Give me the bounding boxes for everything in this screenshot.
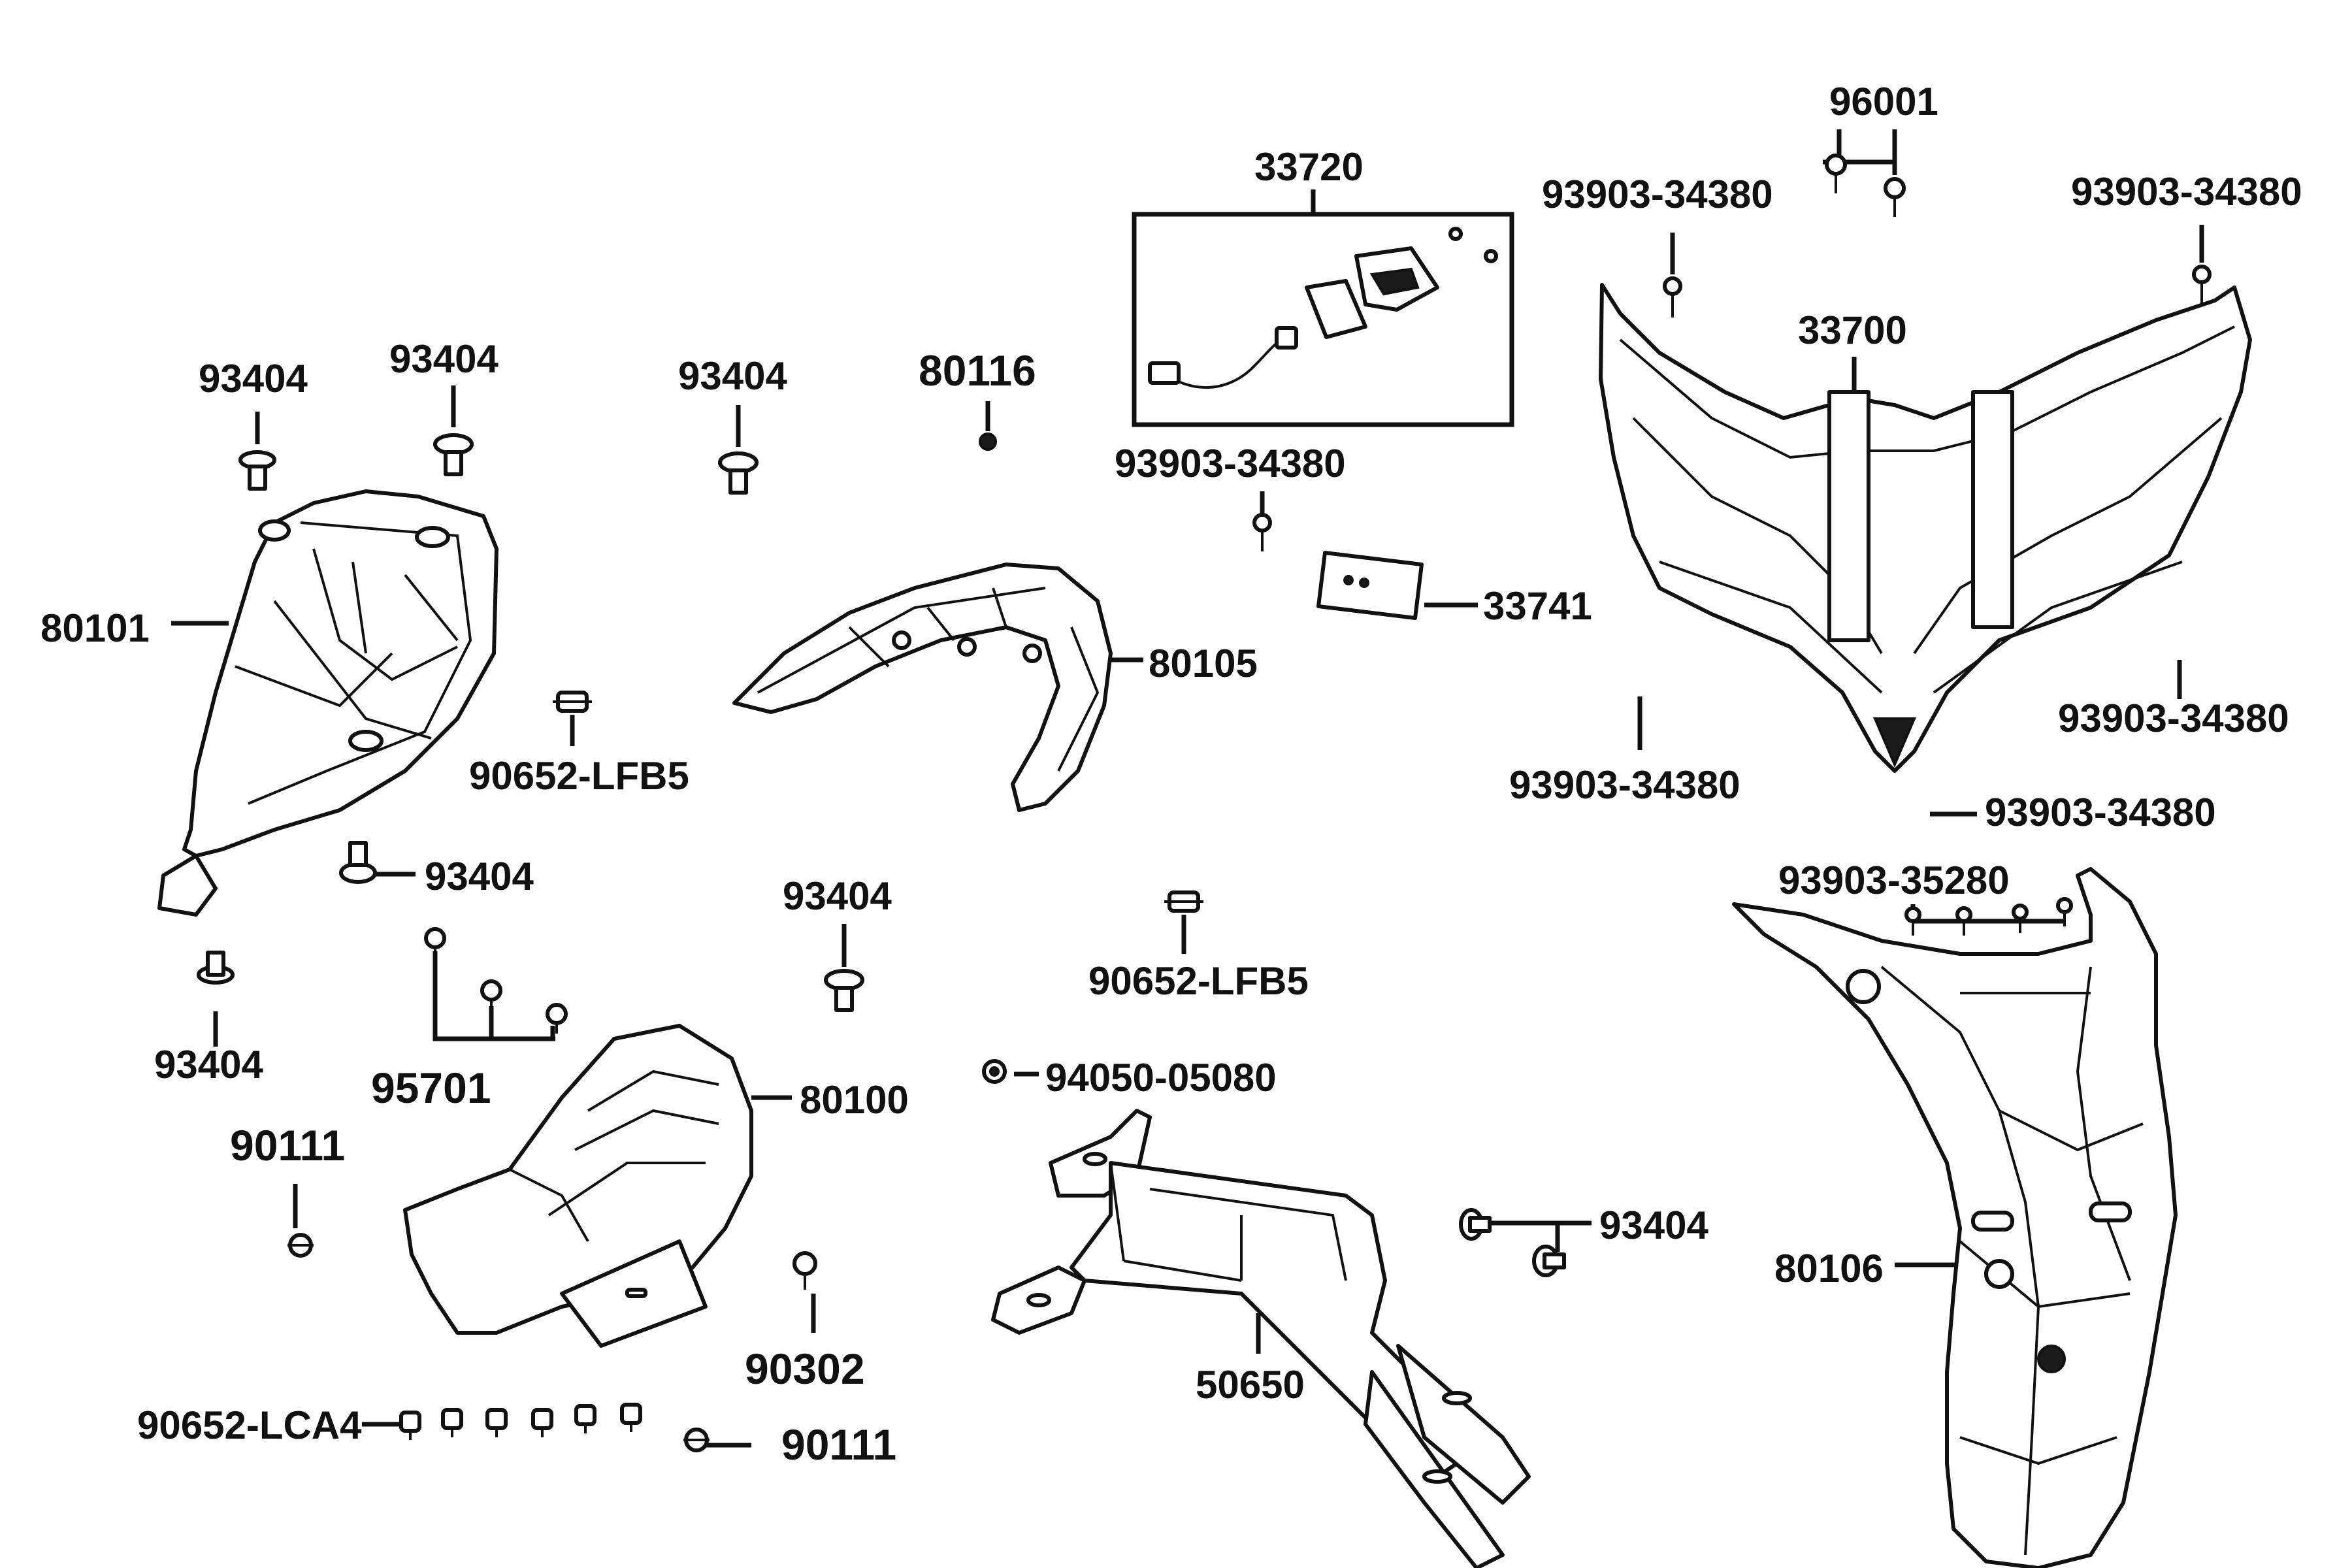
screw-icon — [2192, 265, 2212, 306]
label-93404-3: 93404 — [678, 354, 787, 398]
screw-icon — [1663, 276, 1682, 318]
label-80116: 80116 — [919, 346, 1036, 395]
label-94050-05080: 94050-05080 — [1045, 1056, 1277, 1100]
label-90111-1: 90111 — [230, 1121, 345, 1169]
part-33700-rear-cowl — [1599, 283, 2252, 773]
label-95701: 95701 — [371, 1064, 491, 1112]
label-33720: 33720 — [1254, 145, 1364, 189]
label-93903-34380-left: 93903-34380 — [1509, 763, 1740, 807]
nut-icon — [979, 433, 997, 451]
bolt-icon — [238, 450, 276, 491]
screw-icon — [287, 1233, 314, 1258]
bolt-icon — [1532, 1245, 1566, 1277]
label-50650: 50650 — [1196, 1363, 1305, 1407]
clip-icon — [553, 691, 592, 713]
part-50650-rear-bracket — [991, 1109, 1531, 1568]
bolt-icon — [824, 969, 864, 1012]
part-80105-grab-rail — [732, 563, 1113, 812]
plate-33741 — [1316, 551, 1424, 620]
clip-row-icon — [399, 1403, 642, 1440]
screw-icon — [683, 1428, 710, 1452]
label-96001: 96001 — [1829, 80, 1938, 123]
label-80105: 80105 — [1149, 642, 1258, 685]
label-93404-7: 93404 — [1599, 1203, 1708, 1247]
label-93404-2: 93404 — [389, 337, 498, 381]
screw-icon — [1252, 513, 1272, 551]
clip-icon — [1164, 890, 1203, 913]
screw-icon — [2012, 904, 2029, 933]
label-90302: 90302 — [745, 1345, 865, 1393]
stud-icon — [480, 979, 502, 1010]
part-80100-rear-hugger — [403, 1024, 753, 1348]
screw-icon — [1884, 177, 1906, 217]
screw-icon — [1955, 906, 1972, 936]
label-90652-lca4: 90652-LCA4 — [137, 1403, 362, 1447]
label-93404-1: 93404 — [199, 357, 308, 400]
stud-icon — [546, 1003, 568, 1034]
screw-icon — [2056, 897, 2073, 926]
label-90652-lfb5-1: 90652-LFB5 — [469, 754, 689, 798]
bolt-icon — [339, 841, 377, 884]
label-80101: 80101 — [41, 606, 150, 650]
bolt-icon — [433, 433, 474, 476]
label-90652-lfb5-2: 90652-LFB5 — [1088, 959, 1309, 1003]
screw-icon — [1904, 906, 1921, 936]
label-93903-34380-mid: 93903-34380 — [1115, 442, 1346, 485]
nut-icon — [982, 1059, 1007, 1084]
label-93903-34380-top-right: 93903-34380 — [2071, 170, 2302, 214]
kit-box-33720 — [1132, 212, 1514, 427]
label-80100: 80100 — [800, 1078, 909, 1122]
fasteners — [197, 154, 2212, 1452]
label-80106: 80106 — [1774, 1247, 1884, 1290]
part-80106-rear-fender — [1732, 867, 2178, 1568]
screw-icon — [792, 1251, 817, 1290]
stud-icon — [424, 927, 446, 958]
label-93903-34380-right-b: 93903-34380 — [1985, 791, 2216, 834]
bolt-icon — [197, 951, 235, 985]
license-light-kit — [1148, 227, 1498, 389]
screw-icon — [1448, 227, 1498, 263]
bolt-icon — [1459, 1208, 1492, 1241]
label-33700: 33700 — [1798, 308, 1907, 352]
label-93903-34380-right-a: 93903-34380 — [2058, 696, 2289, 740]
label-93404-6: 93404 — [154, 1043, 263, 1086]
screw-icon — [1825, 154, 1847, 193]
label-93404-5: 93404 — [783, 874, 892, 918]
bolt-icon — [718, 451, 759, 495]
label-93903-35280: 93903-35280 — [1778, 858, 2010, 902]
part-80101-inner-panel — [157, 489, 498, 917]
leader-lines — [171, 129, 2204, 1448]
label-93404-4: 93404 — [425, 855, 534, 898]
label-33741: 33741 — [1483, 584, 1592, 628]
label-93903-34380-top-left: 93903-34380 — [1542, 172, 1773, 216]
label-90111-2: 90111 — [781, 1420, 896, 1469]
